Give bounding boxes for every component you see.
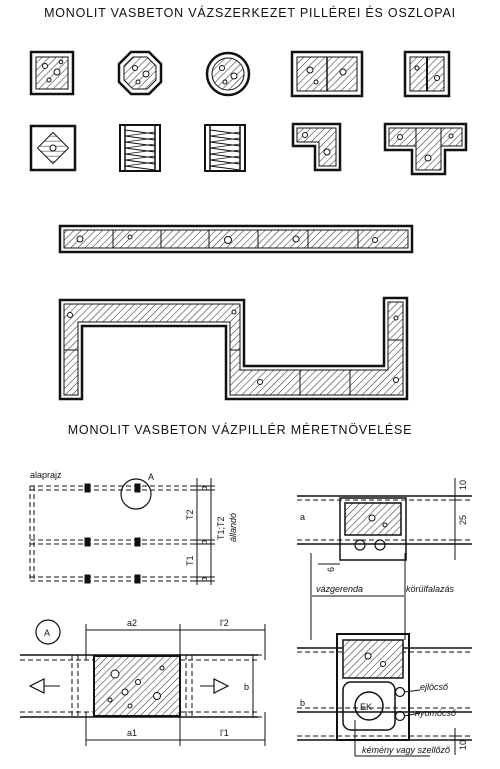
detail-a-callout: A [44,628,50,638]
label-nyomocso: nyomócső [415,708,457,718]
dim-25: 25 [458,515,468,525]
dim-10-bottom: 10 [458,740,468,750]
plan-callout-a: A [148,472,154,482]
dim-t2: T2 [185,509,195,520]
column-square-section [29,50,75,96]
label-vazgerenda: vázgerenda [316,584,363,594]
chimney-section [297,478,472,757]
column-spiral-reinforced-1 [119,124,161,172]
dim-b-3: b [199,577,209,582]
dim-b-1: b [199,486,209,491]
floor-plan [29,478,215,585]
dim-b-detail: b [244,682,249,692]
dim-a1: a1 [127,728,137,738]
wall-column-strip [58,224,414,254]
column-spiral-reinforced-2 [204,124,246,172]
page-title: MONOLIT VASBETON VÁZSZERKEZET PILLÉREI É… [44,6,456,20]
dim-a2: a2 [127,618,137,628]
column-octagon-section [117,50,163,96]
dim-6: 6 [326,567,336,572]
label-kemeny: kémény vagy szellőző [362,745,451,755]
column-double-core-section [403,50,451,98]
dim-10-top: 10 [458,480,468,490]
label-ek: EK [360,702,372,712]
column-t-section [383,122,468,176]
column-rotated-core-section [29,124,77,172]
dim-l1: l'1 [220,728,229,738]
column-l-section [291,122,342,172]
dim-note-allando: állandó [228,513,238,542]
dim-note-t1t2: T1;T2 [216,516,226,540]
dim-l2: l'2 [220,618,229,628]
dim-b-section: b [300,698,305,708]
column-rect-section [290,50,364,98]
label-ejlocso: ejlöcső [420,682,449,692]
section-title: MONOLIT VASBETON VÁZPILLÉR MÉRETNÖVELÉSE [67,423,413,437]
column-round-section [205,51,251,97]
label-korulfalazas: körülfalazás [406,584,455,594]
wall-z-section [58,296,409,401]
plan-label: alaprajz [30,470,62,480]
detail-a [20,619,266,746]
dim-b-2: b [199,540,209,545]
dim-a-section: a [300,512,305,522]
dim-t1: T1 [185,555,195,566]
